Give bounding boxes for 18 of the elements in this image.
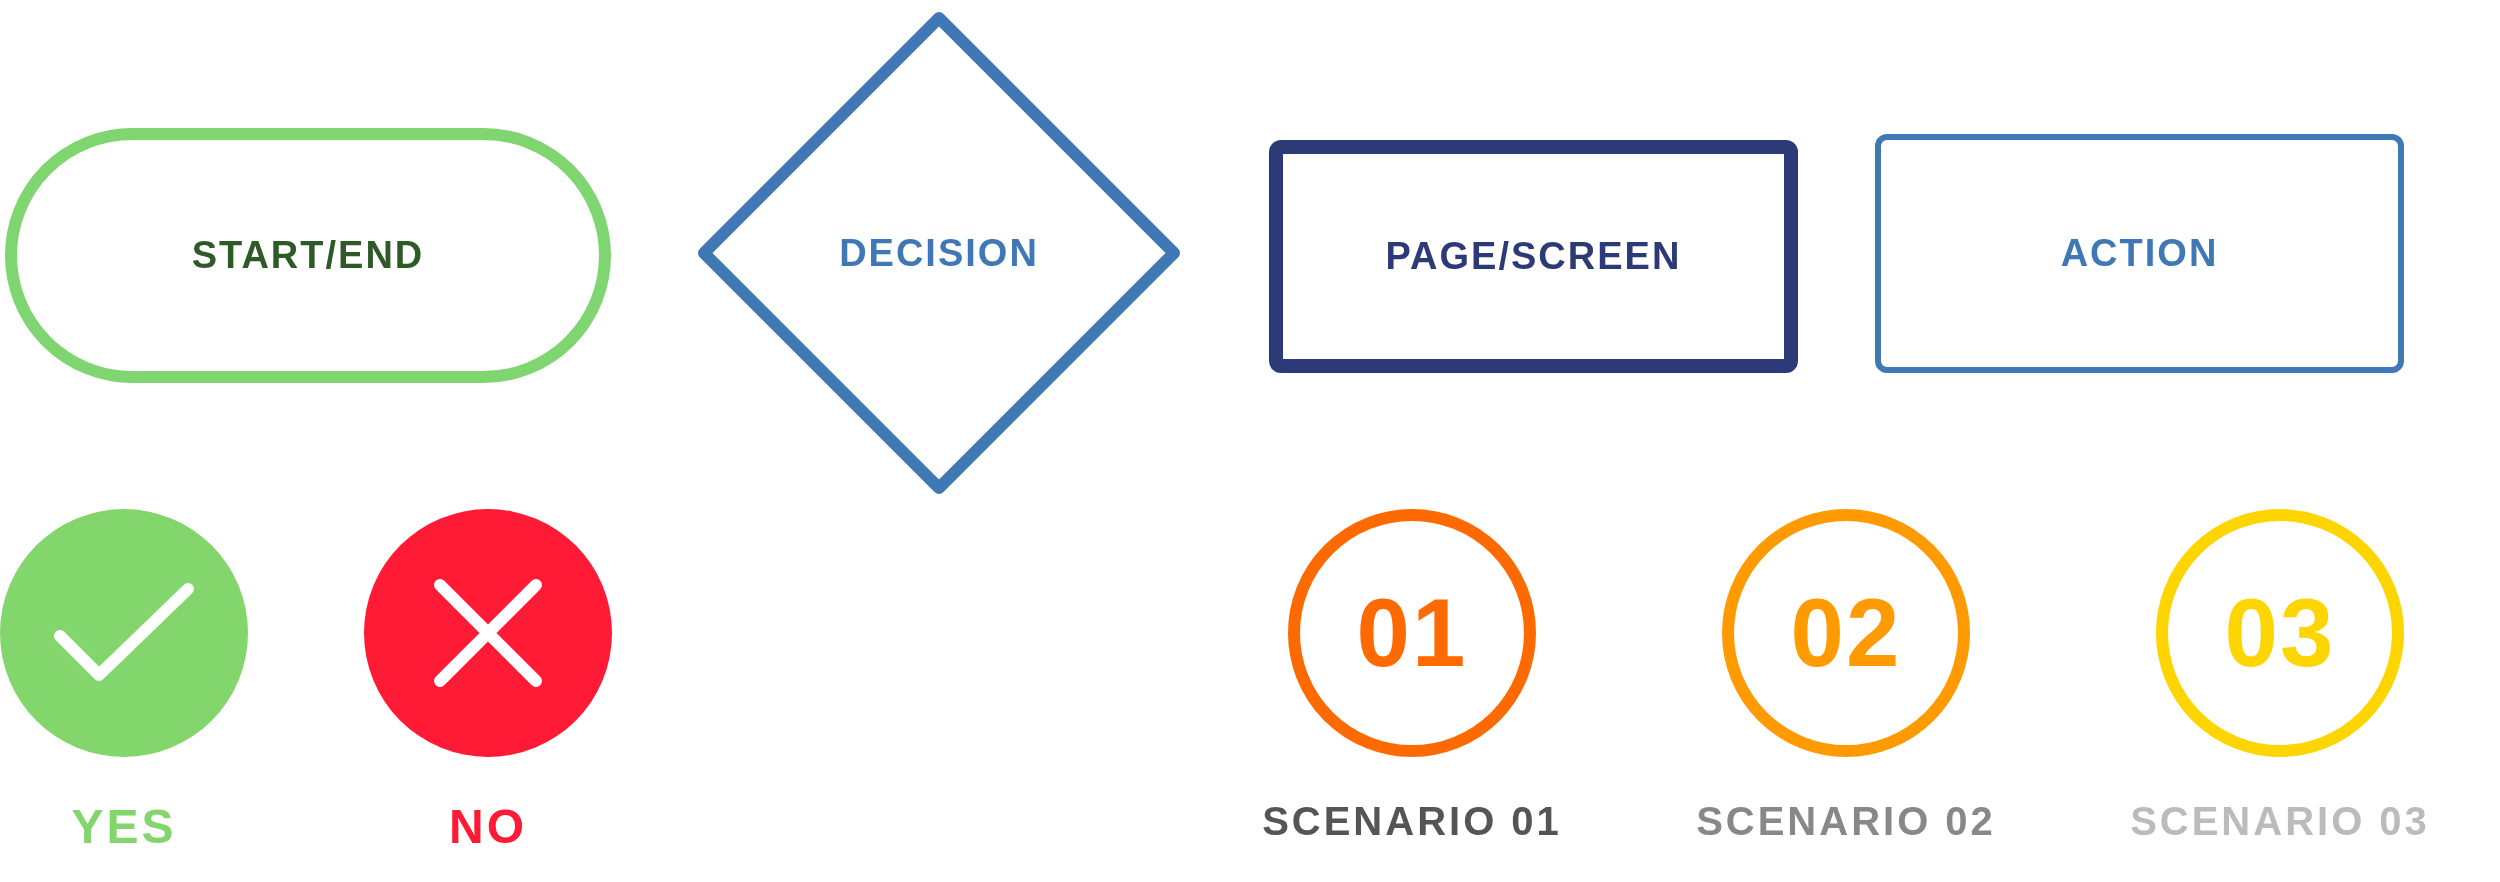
scenario-number: 02 — [1790, 578, 1902, 688]
shape-label: DECISION — [839, 231, 1039, 275]
caption-label: NO — [449, 799, 527, 854]
scenario-circle — [2156, 509, 2404, 757]
terminal-shape — [5, 128, 611, 383]
shape-label: START/END — [191, 234, 425, 277]
caption-label: SCENARIO 03 — [2130, 799, 2430, 844]
scenario-circle — [1722, 509, 1970, 757]
caption-label: SCENARIO 01 — [1262, 799, 1562, 844]
caption-label: YES — [71, 799, 177, 854]
shape-label: ACTION — [2060, 232, 2219, 275]
action-box — [1875, 134, 2404, 373]
scenario-number: 03 — [2224, 578, 2336, 688]
scenario-circle — [1288, 509, 1536, 757]
caption-label: SCENARIO 02 — [1696, 799, 1996, 844]
scenario-number: 01 — [1356, 578, 1468, 688]
page-box — [1269, 140, 1798, 373]
shape-label: PAGE/SCREEN — [1385, 235, 1682, 278]
